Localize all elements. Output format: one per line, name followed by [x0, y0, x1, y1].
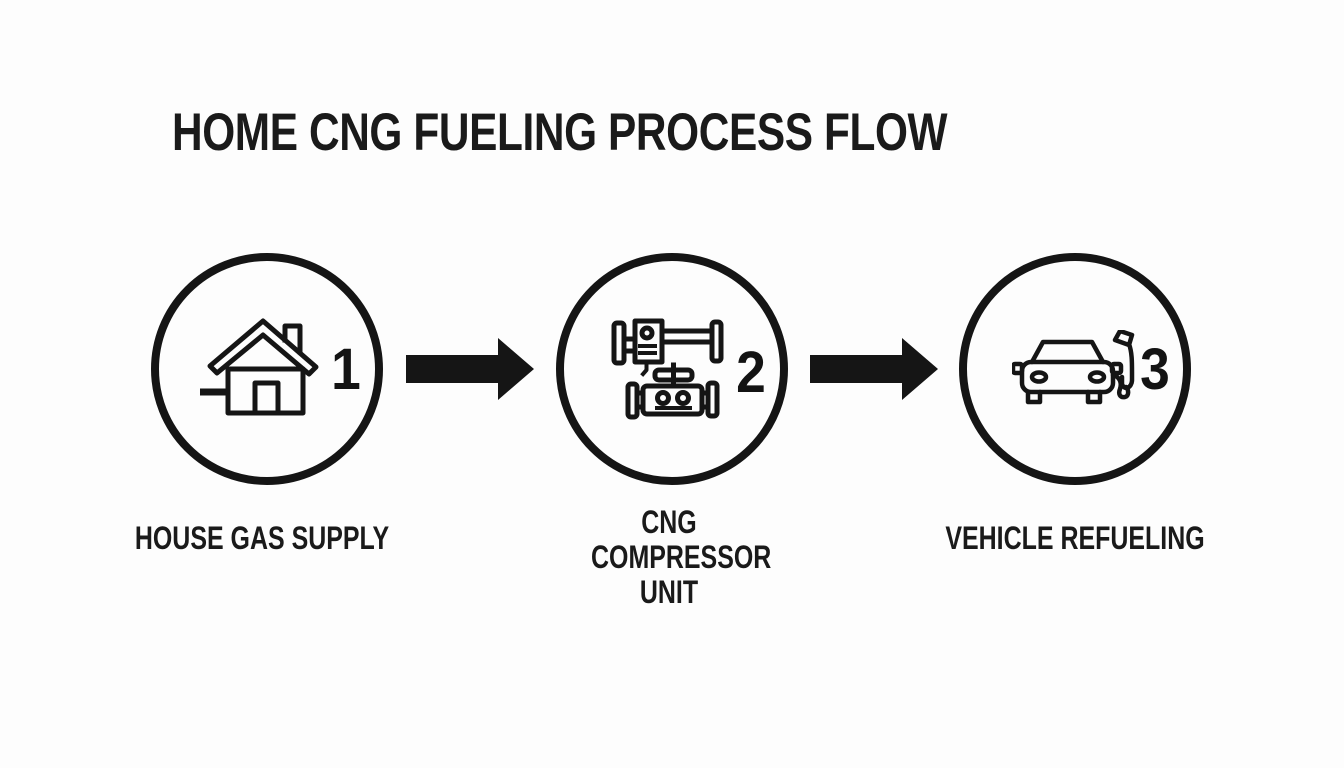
arrow-right-icon: [810, 338, 938, 405]
cng-compressor-icon: [610, 313, 725, 428]
step-3-label: VEHICLE REFUELING: [945, 520, 1205, 556]
diagram-title: HOME CNG FUELING PROCESS FLOW: [172, 103, 948, 162]
step-2-number: 2: [736, 340, 766, 405]
step-1-label: HOUSE GAS SUPPLY: [134, 520, 390, 556]
step-3-number: 3: [1140, 337, 1170, 402]
step-1-circle: [151, 253, 383, 485]
step-2-label: CNG COMPRESSOR UNIT: [591, 504, 772, 610]
vehicle-refueling-icon: [1010, 328, 1142, 419]
step-3-circle: [959, 253, 1191, 485]
arrow-right-icon: [406, 338, 534, 405]
step-1-number: 1: [331, 337, 361, 402]
house-icon: [198, 316, 320, 421]
